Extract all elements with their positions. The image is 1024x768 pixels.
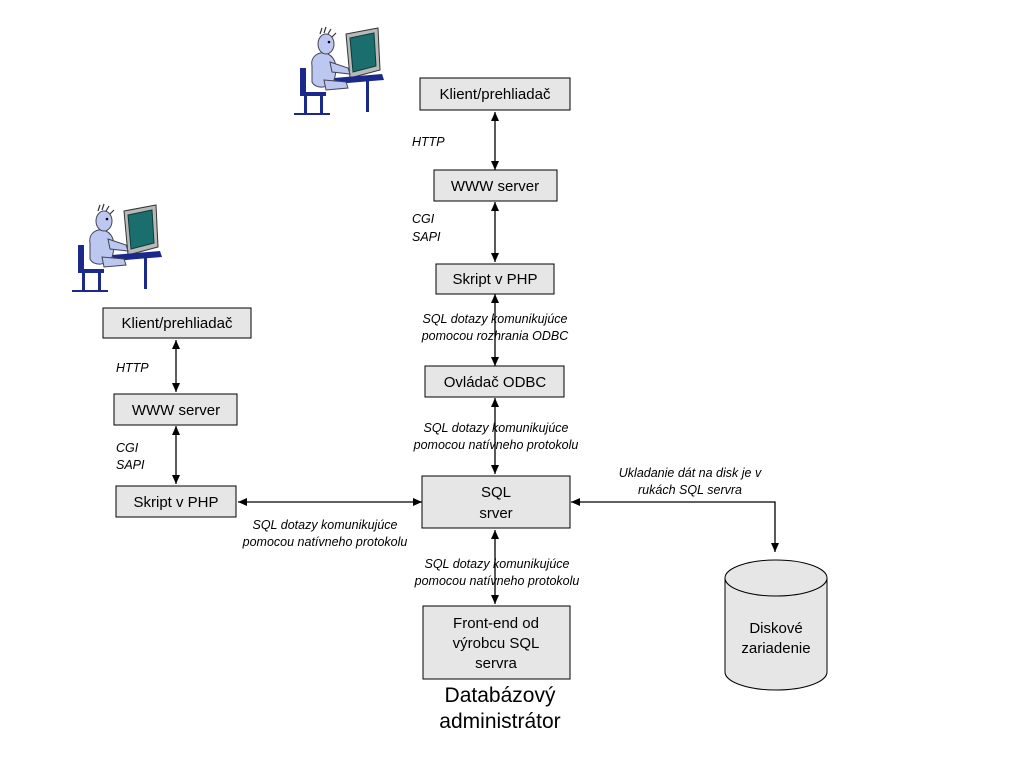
svg-text:Klient/prehliadač: Klient/prehliadač [440, 86, 551, 103]
svg-text:Ovládač ODBC: Ovládač ODBC [444, 374, 547, 391]
svg-text:Skript v PHP: Skript v PHP [133, 494, 218, 511]
odbc-driver-box: Ovládač ODBC [424, 365, 565, 398]
left-php-script-box: Skript v PHP [115, 485, 237, 518]
odbc-label-1: SQL dotazy komunikujúce [423, 312, 568, 326]
right-cgi-label: CGI [412, 212, 435, 226]
frontend-box: Front-end od výrobcu SQL servra [422, 605, 571, 680]
native-bottom-label-2: pomocou natívneho protokolu [414, 574, 580, 588]
native-right-label-2: pomocou natívneho protokolu [413, 438, 579, 452]
left-client-box: Klient/prehliadač [102, 307, 252, 339]
disk-note-label-2: rukách SQL servra [638, 483, 742, 497]
disk-label-2: zariadenie [741, 640, 810, 657]
right-www-server-box: WWW server [433, 169, 558, 202]
admin-caption-1: Databázový [445, 684, 556, 707]
svg-text:srver: srver [479, 505, 512, 522]
user-at-computer-icon [71, 203, 163, 292]
left-sapi-label: SAPI [116, 458, 145, 472]
user-at-computer-icon [293, 26, 385, 115]
svg-text:WWW server: WWW server [132, 402, 220, 419]
svg-text:Front-end od: Front-end od [453, 615, 539, 632]
right-http-label: HTTP [412, 135, 445, 149]
disk-device: Diskové zariadenie [724, 559, 828, 691]
odbc-label-2: pomocou rozhrania ODBC [421, 329, 570, 343]
left-http-label: HTTP [116, 361, 149, 375]
sql-server-box: SQL srver [421, 475, 571, 529]
native-bottom-label-1: SQL dotazy komunikujúce [425, 557, 570, 571]
disk-note-label-1: Ukladanie dát na disk je v [619, 466, 762, 480]
native-left-label-1: SQL dotazy komunikujúce [253, 518, 398, 532]
svg-text:WWW server: WWW server [451, 178, 539, 195]
admin-caption-2: administrátor [439, 710, 560, 733]
native-right-label-1: SQL dotazy komunikujúce [424, 421, 569, 435]
left-www-server-box: WWW server [113, 393, 238, 426]
disk-label-1: Diskové [749, 620, 802, 637]
left-cgi-label: CGI [116, 441, 139, 455]
svg-text:servra: servra [475, 655, 517, 672]
svg-text:SQL: SQL [481, 484, 511, 501]
svg-text:Skript v PHP: Skript v PHP [452, 271, 537, 288]
right-sapi-label: SAPI [412, 230, 441, 244]
svg-text:výrobcu SQL: výrobcu SQL [453, 635, 540, 652]
right-php-script-box: Skript v PHP [435, 263, 555, 295]
right-client-box: Klient/prehliadač [419, 77, 571, 111]
connector-sql-disk [571, 498, 779, 552]
svg-text:Klient/prehliadač: Klient/prehliadač [122, 315, 233, 332]
native-left-label-2: pomocou natívneho protokolu [242, 535, 408, 549]
